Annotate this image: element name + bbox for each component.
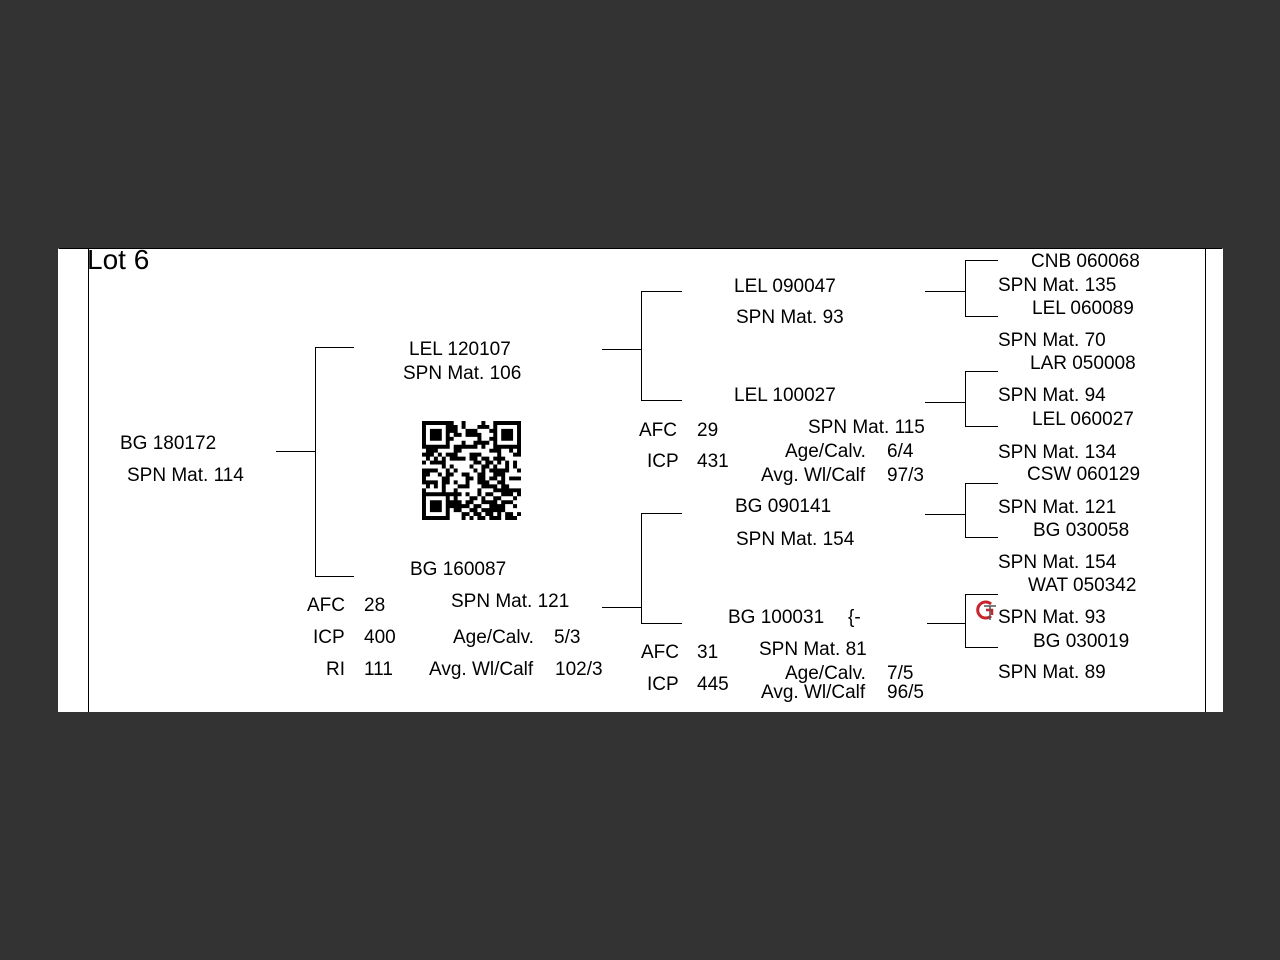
gg-8-spn: SPN Mat. 89 xyxy=(998,662,1106,683)
gg-5-spn: SPN Mat. 121 xyxy=(998,497,1117,518)
dam-icp-value: 400 xyxy=(364,627,396,648)
dam-dam-age-value: 7/5 xyxy=(887,663,914,684)
dam-dam-wl-value: 96/5 xyxy=(887,682,924,703)
gt-logo-icon xyxy=(976,600,996,620)
dam-ri-value: 111 xyxy=(364,659,393,680)
sire-reg: LEL 120107 xyxy=(409,339,511,360)
sire-sire-spn: SPN Mat. 93 xyxy=(736,307,844,328)
sire-dam-icp-value: 431 xyxy=(697,451,729,472)
lot-title: Lot 6 xyxy=(87,248,150,275)
gg-3-spn: SPN Mat. 94 xyxy=(998,385,1106,406)
sire-dam-afc-value: 29 xyxy=(697,420,719,441)
sire-sire-reg: LEL 090047 xyxy=(734,276,836,297)
sire-dam-age-label: Age/Calv. xyxy=(785,441,866,462)
dam-dam-spn: SPN Mat. 81 xyxy=(759,639,867,660)
dam-dam-afc-value: 31 xyxy=(697,642,719,663)
dam-afc-value: 28 xyxy=(364,595,386,616)
gg-6-spn: SPN Mat. 154 xyxy=(998,552,1117,573)
dam-dam-reg: BG 100031 xyxy=(728,607,825,628)
gg-1-reg: CNB 060068 xyxy=(1031,251,1140,272)
dam-icp-label: ICP xyxy=(313,627,345,648)
gg-6-reg: BG 030058 xyxy=(1033,520,1130,541)
dam-ri-label: RI xyxy=(326,659,345,680)
dam-dam-wl-label: Avg. Wl/Calf xyxy=(761,682,866,703)
pedigree-lines xyxy=(58,248,1223,712)
dam-age-label: Age/Calv. xyxy=(453,627,534,648)
sire-dam-age-value: 6/4 xyxy=(887,441,914,462)
gg-2-reg: LEL 060089 xyxy=(1032,298,1134,319)
gg-4-reg: LEL 060027 xyxy=(1032,409,1134,430)
dam-sire-reg: BG 090141 xyxy=(735,496,832,517)
sire-spn: SPN Mat. 106 xyxy=(403,363,522,384)
gg-8-reg: BG 030019 xyxy=(1033,631,1130,652)
dam-dam-afc-label: AFC xyxy=(641,642,679,663)
qr-code-icon xyxy=(422,421,521,520)
gg-4-spn: SPN Mat. 134 xyxy=(998,442,1117,463)
sire-dam-wl-label: Avg. Wl/Calf xyxy=(761,465,866,486)
dam-wl-label: Avg. Wl/Calf xyxy=(429,659,534,680)
dam-afc-label: AFC xyxy=(307,595,345,616)
subject-spn: SPN Mat. 114 xyxy=(127,465,244,486)
gg-3-reg: LAR 050008 xyxy=(1030,353,1136,374)
subject-reg: BG 180172 xyxy=(120,433,217,454)
dam-dam-age-label: Age/Calv. xyxy=(785,663,866,684)
dam-dam-icp-value: 445 xyxy=(697,674,729,695)
sire-dam-afc-label: AFC xyxy=(639,420,677,441)
dam-wl-value: 102/3 xyxy=(555,659,603,680)
gg-7-spn: SPN Mat. 93 xyxy=(998,607,1106,628)
sire-dam-reg: LEL 100027 xyxy=(734,385,836,406)
dam-spn: SPN Mat. 121 xyxy=(451,591,570,612)
sire-dam-wl-value: 97/3 xyxy=(887,465,924,486)
dam-dam-mark: {- xyxy=(848,607,861,628)
gg-1-spn: SPN Mat. 135 xyxy=(998,275,1117,296)
pedigree-sheet: Lot 6 BG 180172 SPN Mat. 114 LEL 120107 … xyxy=(58,248,1223,712)
sire-dam-spn: SPN Mat. 115 xyxy=(808,417,925,438)
gg-2-spn: SPN Mat. 70 xyxy=(998,330,1106,351)
dam-sire-spn: SPN Mat. 154 xyxy=(736,529,855,550)
gg-7-reg: WAT 050342 xyxy=(1028,575,1137,596)
sire-dam-icp-label: ICP xyxy=(647,451,679,472)
gg-5-reg: CSW 060129 xyxy=(1027,464,1141,485)
dam-reg: BG 160087 xyxy=(410,559,507,580)
dam-age-value: 5/3 xyxy=(554,627,581,648)
dam-dam-icp-label: ICP xyxy=(647,674,679,695)
